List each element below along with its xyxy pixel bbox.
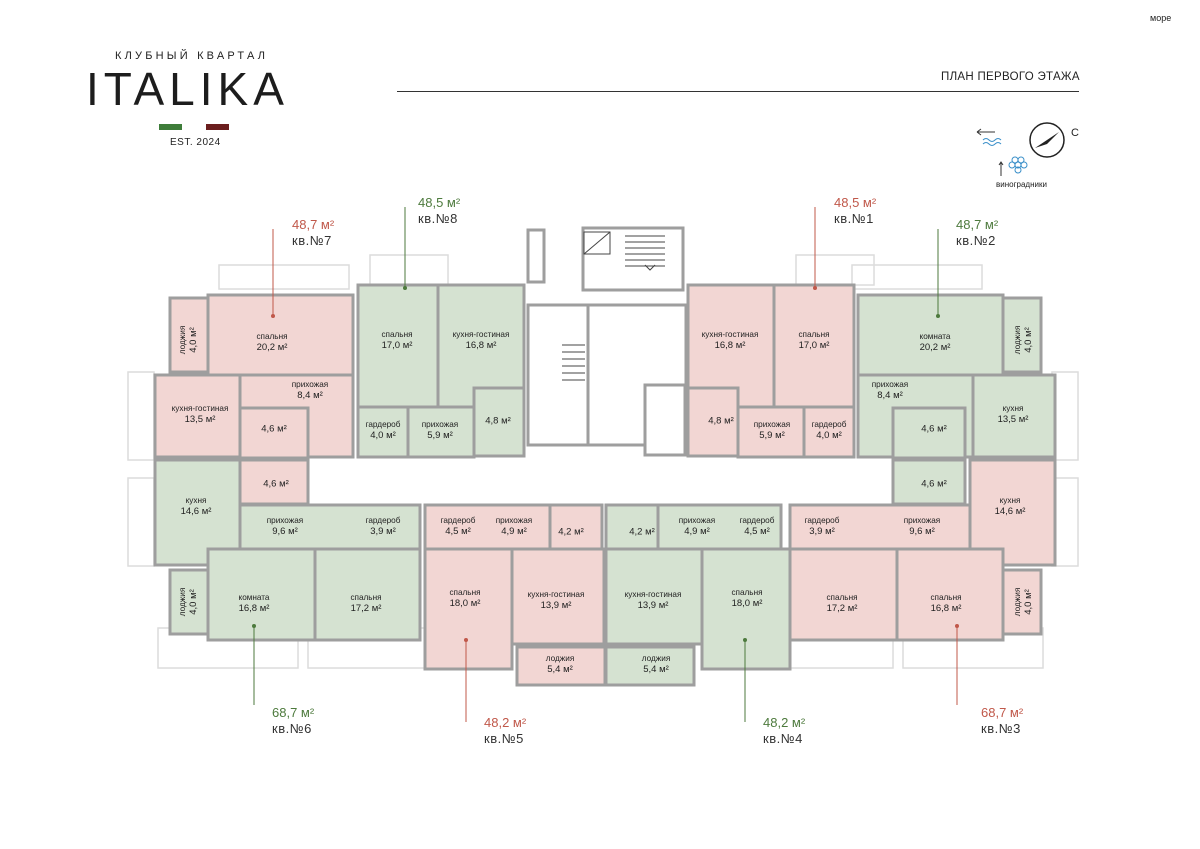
apartment-area: 48,7 м²: [956, 217, 999, 232]
brand-established: EST. 2024: [170, 137, 221, 148]
apartment-number: кв.№7: [292, 233, 332, 248]
sea-icon: [976, 128, 1002, 146]
title-rule: [397, 91, 1079, 92]
apartment-area: 48,5 м²: [834, 195, 877, 210]
apartment-callout-6[interactable]: 68,7 м² кв.№6: [272, 705, 314, 737]
flag-green-stripe: [159, 124, 183, 130]
apartment-area: 48,7 м²: [292, 217, 335, 232]
room-label: 4,2 м²: [629, 526, 655, 538]
apartment-number: кв.№1: [834, 211, 874, 226]
leader-lines: [252, 207, 959, 722]
north-arrow-icon: [1029, 122, 1065, 158]
orientation-legend: [976, 122, 1065, 176]
vineyard-label: виноградники: [996, 180, 1047, 189]
apartment-number: кв.№5: [484, 731, 524, 746]
flag-white-stripe: [182, 124, 206, 130]
room-label: 4,6 м²: [261, 423, 287, 435]
corner-label: море: [1150, 13, 1172, 23]
room-label: 4,8 м²: [708, 415, 734, 427]
apartment-area: 48,2 м²: [484, 715, 527, 730]
apartment-number: кв.№4: [763, 731, 803, 746]
room-label: 4,6 м²: [921, 478, 947, 490]
apartment-number: кв.№8: [418, 211, 458, 226]
brand-subtitle: КЛУБНЫЙ КВАРТАЛ: [115, 50, 269, 62]
room-label: 4,2 м²: [558, 526, 584, 538]
apartment-callout-4[interactable]: 48,2 м² кв.№4: [763, 715, 805, 747]
room-label: 4,6 м²: [263, 478, 289, 490]
room-label: 4,8 м²: [485, 415, 511, 427]
north-label: С: [1071, 127, 1079, 139]
apartment-callout-5[interactable]: 48,2 м² кв.№5: [484, 715, 526, 747]
apartment-callout-8[interactable]: 48,5 м² кв.№8: [418, 195, 460, 227]
flag-red-stripe: [205, 124, 229, 130]
apartment-area: 68,7 м²: [272, 705, 315, 720]
brand-logo: ITALIKA: [86, 63, 289, 115]
room-label: 4,6 м²: [921, 423, 947, 435]
apartment-callout-1[interactable]: 48,5 м² кв.№1: [834, 195, 876, 227]
plan-title: ПЛАН ПЕРВОГО ЭТАЖА: [941, 71, 1080, 83]
apartment-callout-2[interactable]: 48,7 м² кв.№2: [956, 217, 998, 249]
apartment-number: кв.№3: [981, 721, 1021, 736]
apartment-callout-7[interactable]: 48,7 м² кв.№7: [292, 217, 334, 249]
apartment-area: 48,2 м²: [763, 715, 806, 730]
unit-rooms: [153, 226, 1057, 687]
apartment-number: кв.№2: [956, 233, 996, 248]
brand-flag: [159, 124, 229, 130]
vineyard-icon: [998, 156, 1028, 176]
stair-icon: [562, 231, 665, 381]
apartment-callout-3[interactable]: 68,7 м² кв.№3: [981, 705, 1023, 737]
apartment-area: 48,5 м²: [418, 195, 461, 210]
apartment-number: кв.№6: [272, 721, 312, 736]
apartment-area: 68,7 м²: [981, 705, 1024, 720]
